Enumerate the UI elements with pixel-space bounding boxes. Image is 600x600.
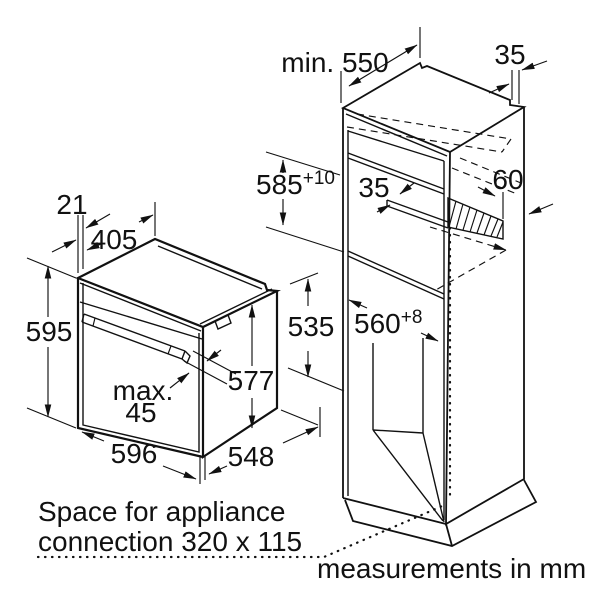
cabinet-rear-gap-label: 35 <box>494 39 525 70</box>
vent-strip-label: 60 <box>492 164 523 195</box>
clearance-height-label: 535 <box>288 311 335 342</box>
cabinet-min-depth-label: min. 550 <box>281 47 388 78</box>
vent-strip-hatched <box>447 196 504 240</box>
dim-cabinet-rear-gap: 35 <box>488 39 548 104</box>
oven-handle-value-label: 45 <box>125 397 156 428</box>
oven-drawing <box>75 237 281 460</box>
niche-top-shelf <box>347 152 445 190</box>
connection-note-line1: Space for appliance <box>38 496 286 527</box>
oven-door-inner-frame <box>82 283 200 453</box>
dim-niche-width: 560+8 <box>348 299 439 342</box>
dim-oven-handle-protrusion: max. 45 <box>113 349 237 428</box>
cabinet-plinth <box>344 479 538 547</box>
dim-clearance-height: 535 <box>288 272 345 392</box>
dim-oven-depth: 548 <box>208 407 321 475</box>
oven-control-panel-line <box>79 301 203 340</box>
connection-leader-line <box>36 502 449 559</box>
vent-slot-band <box>386 199 449 229</box>
niche-width-label: 560+8 <box>354 307 422 339</box>
cabinet-top-face <box>340 61 527 154</box>
oven-top-depth-label: 405 <box>91 224 138 255</box>
connection-note-line2: connection 320 x 115 <box>38 526 302 557</box>
cabinet-bottom-front-edge <box>342 497 447 525</box>
oven-top-back-step <box>157 245 263 290</box>
oven-height-label: 595 <box>26 316 73 347</box>
notes: Space for appliance connection 320 x 115… <box>36 496 586 584</box>
dim-oven-width: 596 <box>81 431 206 484</box>
oven-depth-label: 548 <box>228 441 275 472</box>
niche-height-label: 585+10 <box>256 168 335 200</box>
dim-oven-rear-height: 577 <box>228 304 275 429</box>
units-note: measurements in mm <box>317 553 586 584</box>
oven-right-face <box>201 291 279 460</box>
cabinet-drawing <box>340 61 538 547</box>
niche-bottom-shelf <box>347 250 445 295</box>
oven-top-front-inner <box>79 282 202 332</box>
dim-vent-slot: 35 <box>358 172 415 214</box>
dim-oven-height: 595 <box>26 257 77 429</box>
oven-handle-max-label: max. <box>113 375 174 406</box>
dim-vent-strip: 60 <box>477 164 554 219</box>
oven-door-offset-label: 21 <box>56 189 87 220</box>
vent-slot-label: 35 <box>358 172 389 203</box>
right-wall-hidden-lines <box>451 157 522 195</box>
top-face-hidden-niche <box>346 113 512 153</box>
dim-oven-door-offset: 21 <box>51 189 111 273</box>
oven-rear-height-label: 577 <box>228 365 275 396</box>
cabinet-right-wall <box>445 107 525 526</box>
oven-front-face <box>76 278 204 459</box>
cabinet-interior <box>347 130 449 523</box>
airflow-arrow-line <box>429 226 507 251</box>
cabinet-hidden-lines <box>346 113 522 292</box>
dim-cabinet-min-depth: min. 550 <box>281 27 421 103</box>
oven-width-label: 596 <box>111 438 158 469</box>
oven-handle <box>81 313 191 365</box>
dim-oven-top-depth: 405 <box>86 202 156 255</box>
oven-side-grip-cutout <box>214 314 232 330</box>
oven-top-right-inner <box>199 288 273 325</box>
dim-niche-height: 585+10 <box>256 151 345 253</box>
